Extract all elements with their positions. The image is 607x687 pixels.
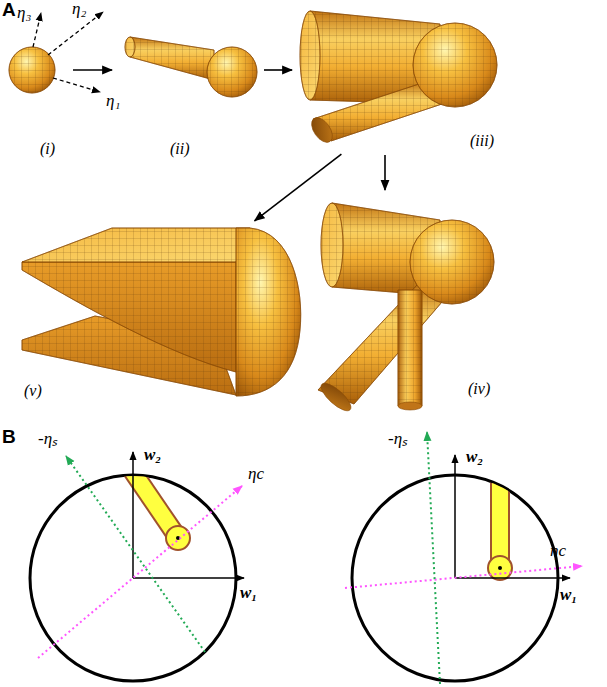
junction-shape: [398, 402, 422, 410]
sheet-shape: [22, 228, 250, 262]
stage-figure: (ii): [122, 35, 258, 160]
sheet-shape: [236, 228, 301, 396]
junction-shape: [317, 379, 355, 415]
cross-section: [455, 577, 570, 579]
junction-shape: [318, 284, 442, 404]
stage-label: (iv): [468, 380, 490, 398]
direction-label: -ηₛ: [38, 430, 57, 449]
sheet-shape: [22, 262, 236, 372]
direction-label: -ηₛ: [388, 430, 407, 449]
rod-shape: [125, 37, 257, 97]
rod-shape: [125, 37, 135, 57]
cross-section: [38, 486, 242, 658]
direction-label: ηc: [550, 542, 566, 561]
cross-section: [30, 450, 244, 681]
junction-shape: [398, 290, 422, 406]
cross-section: [500, 470, 501, 568]
stage-label: (i): [40, 140, 55, 158]
junction-shape: [413, 23, 497, 107]
junction-shape: [307, 114, 336, 146]
cross-section: [498, 566, 502, 570]
sheet-shape: [236, 228, 301, 396]
junction-shape: [300, 11, 320, 100]
junction-shape: [300, 11, 320, 100]
axis-arrow: [48, 12, 103, 55]
axis-label: w₁: [240, 584, 257, 603]
stage-arrow: [255, 154, 342, 221]
stage-label: (ii): [170, 140, 190, 158]
sheet-shape: [22, 228, 301, 396]
cross-section: [345, 432, 582, 684]
cross-section: [345, 566, 582, 588]
junction-shape: [321, 203, 343, 287]
cross-section: [454, 455, 456, 578]
axis-label: w₂: [466, 448, 483, 467]
axis-label: w₂: [144, 446, 161, 465]
axis-label: η₃: [17, 4, 31, 23]
stage-figure: (iii): [298, 8, 498, 153]
rod-shape: [130, 37, 214, 80]
axis-label: w₁: [560, 586, 577, 605]
junction-shape: [410, 220, 494, 304]
rod-shape: [130, 37, 214, 80]
cross-section: [166, 526, 190, 550]
junction-shape: [317, 203, 494, 415]
junction-shape: [318, 284, 442, 404]
stage-figure: (iv): [308, 192, 503, 422]
junction-shape: [413, 23, 497, 107]
junction-shape: [398, 290, 422, 406]
stage-arrow: [384, 155, 386, 190]
junction-shape: [300, 11, 497, 146]
axis-arrow: [33, 13, 41, 47]
sheet-shape: [22, 262, 236, 372]
axis-arrow: [33, 12, 103, 92]
cross-section: [490, 470, 510, 568]
stage-arrow: [264, 69, 292, 71]
rod-shape: [207, 47, 257, 97]
stage-figure: (i): [8, 40, 63, 160]
cross-section: [133, 577, 244, 579]
junction-shape: [321, 203, 343, 287]
panel-letter: B: [2, 427, 16, 448]
sphere-shape: [9, 47, 55, 93]
direction-label: ηc: [248, 465, 264, 484]
sphere-shape: [9, 47, 55, 93]
stage-arrow: [73, 69, 112, 71]
rod-shape: [207, 47, 257, 97]
panel-letter: A: [2, 0, 16, 21]
axis-label: η₂: [72, 0, 86, 19]
cross-section: [492, 470, 508, 568]
cross-section: [488, 556, 512, 580]
cross-section: [427, 432, 440, 684]
stage-label: (v): [24, 382, 42, 400]
sheet-shape: [22, 228, 250, 262]
stage-label: (iii): [470, 132, 494, 150]
cross-section: [132, 452, 134, 578]
stage-figure: (v): [18, 222, 303, 422]
sphere-shape: [9, 47, 55, 93]
axis-arrow: [53, 78, 100, 92]
rod-shape: [125, 37, 135, 57]
junction-shape: [410, 220, 494, 304]
cross-section: [66, 456, 205, 652]
axis-label: η₁: [106, 92, 120, 111]
